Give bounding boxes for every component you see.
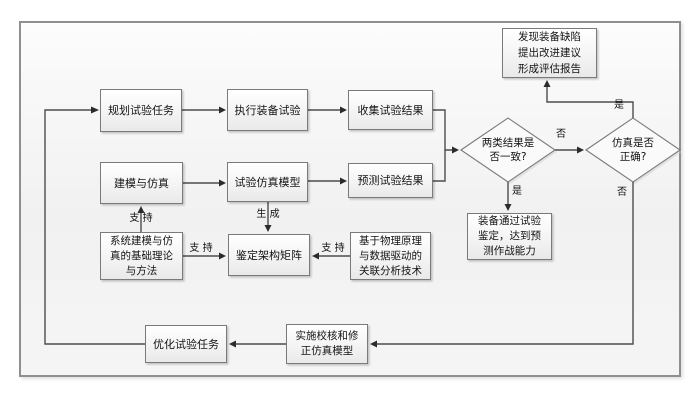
edge-consistent-no <box>555 146 584 154</box>
edge-simcorrect-no <box>370 182 634 348</box>
node-predict-test-results: 预测试验结果 <box>348 163 433 198</box>
node-analysis-technology: 基于物理原理 与数据驱动的 关联分析技术 <box>350 232 431 280</box>
node-optimize-test-task: 优化试验任务 <box>145 325 227 363</box>
edge-simmodel-to-matrix <box>264 202 272 232</box>
edge-verify-to-optimize <box>229 340 286 348</box>
edge-analysis-to-matrix <box>312 252 350 260</box>
edge-plan-to-execute <box>182 106 226 114</box>
edge-results-to-consistent <box>433 109 459 182</box>
edge-label-consistent-no: 否 <box>556 129 566 140</box>
node-plan-test-task: 规划试验任务 <box>100 89 182 132</box>
edge-modeling-to-simmodel <box>183 179 226 187</box>
edge-theory-to-modeling <box>137 206 145 232</box>
edge-simmodel-to-predict <box>308 177 347 185</box>
edge-theory-to-matrix <box>183 252 226 260</box>
decision-sim-correct-label: 仿真是否 正确? <box>612 137 654 163</box>
node-collect-test-results: 收集试验结果 <box>348 90 433 130</box>
decision-diamond-sim-correct <box>585 117 682 184</box>
edge-label-sim-correct-no: 否 <box>617 187 627 198</box>
edge-label-consistent-yes: 是 <box>512 186 522 197</box>
edge-label-generate: 生 成 <box>256 209 280 220</box>
edge-execute-to-collect <box>308 106 347 114</box>
edge-label-support-matrix-right: 支 持 <box>321 243 345 254</box>
edge-consistent-yes <box>504 182 512 211</box>
edge-label-support-matrix-left: 支 持 <box>189 243 213 254</box>
node-appraisal-matrix: 鉴定架构矩阵 <box>228 234 310 276</box>
edge-label-support-modeling: 支 持 <box>129 213 153 224</box>
node-test-sim-model: 试验仿真模型 <box>227 162 308 202</box>
node-defect-report: 发现装备缺陷 提出改进建议 形成评估报告 <box>502 28 597 78</box>
decision-diamond-results-consistent <box>460 117 557 184</box>
node-pass-appraisal: 装备通过试验 鉴定，达到预 测作战能力 <box>467 213 552 260</box>
decision-results-consistent-label: 两类结果是 否一致? <box>481 137 535 163</box>
edge-simcorrect-yes <box>543 80 634 118</box>
edge-label-sim-correct-yes: 是 <box>614 100 624 111</box>
edge-optimize-to-plan <box>44 106 145 345</box>
node-verify-correct-model: 实施校核和修 正仿真模型 <box>286 324 368 364</box>
node-execute-equipment-test: 执行装备试验 <box>227 89 308 131</box>
node-modeling-simulation: 建模与仿真 <box>100 162 183 204</box>
node-theory-methods: 系统建模与仿 真的基础理论 与方法 <box>100 232 183 280</box>
